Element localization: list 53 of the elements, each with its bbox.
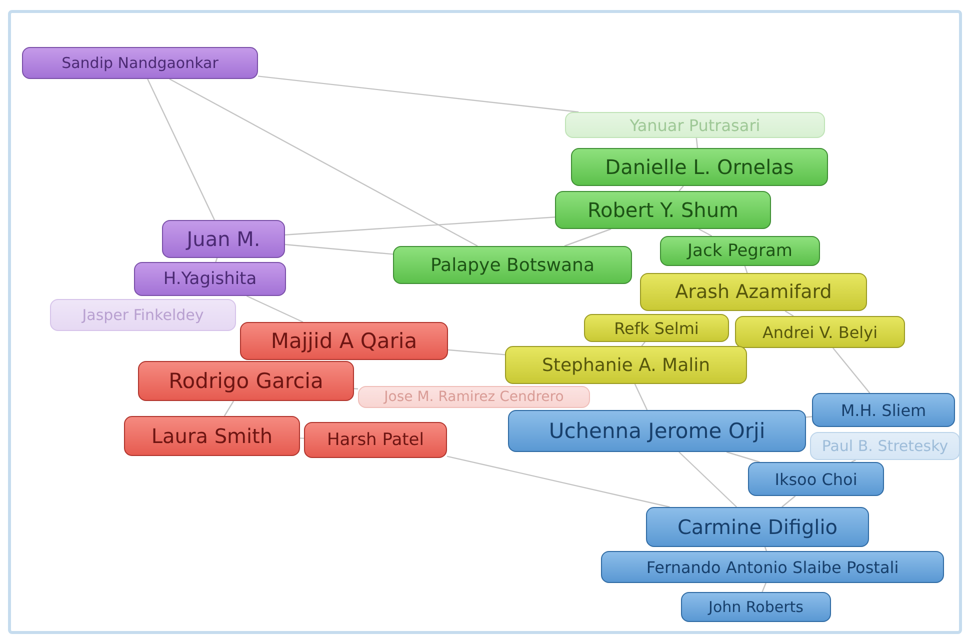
author-label: Jose M. Ramirez Cendrero bbox=[358, 386, 590, 408]
connector-line bbox=[762, 582, 766, 592]
connector-line bbox=[215, 258, 218, 262]
connector-line bbox=[744, 266, 748, 274]
author-label: Robert Y. Shum bbox=[555, 191, 771, 229]
author-label: Jasper Finkeldey bbox=[50, 299, 236, 331]
connector-line bbox=[782, 496, 796, 508]
connector-line bbox=[147, 78, 216, 220]
connector-line bbox=[564, 228, 612, 247]
author-label: M.H. Sliem bbox=[812, 393, 955, 427]
connector-line bbox=[354, 388, 358, 390]
author-label: Majjid A Qaria bbox=[240, 322, 448, 360]
author-label: Paul B. Stretesky bbox=[810, 432, 960, 460]
author-label: Juan M. bbox=[162, 220, 285, 258]
author-label: Stephanie A. Malin bbox=[505, 346, 747, 384]
connector-line bbox=[300, 438, 304, 439]
connector-line bbox=[258, 76, 579, 113]
connector-line bbox=[678, 186, 684, 192]
author-label: Carmine Difiglio bbox=[646, 507, 869, 547]
connector-line bbox=[169, 78, 478, 247]
author-label: H.Yagishita bbox=[134, 262, 286, 296]
author-label: Andrei V. Belyi bbox=[735, 316, 905, 348]
connector-line bbox=[448, 349, 506, 356]
connector-line bbox=[832, 348, 870, 394]
connector-line bbox=[806, 416, 812, 418]
connector-line bbox=[446, 456, 670, 508]
connector-line bbox=[851, 459, 856, 463]
author-label: Arash Azamifard bbox=[640, 273, 867, 311]
connector-line bbox=[246, 295, 304, 323]
connector-line bbox=[634, 384, 648, 410]
author-label: Jack Pegram bbox=[660, 236, 820, 266]
connector-line bbox=[224, 400, 234, 416]
author-label: Fernando Antonio Slaibe Postali bbox=[601, 551, 944, 583]
connector-line bbox=[284, 216, 556, 236]
connector-line bbox=[726, 451, 760, 463]
connector-line bbox=[764, 546, 768, 552]
author-label: Harsh Patel bbox=[304, 422, 447, 458]
author-label: Refk Selmi bbox=[584, 314, 729, 342]
connector-line bbox=[641, 342, 646, 346]
author-label: Iksoo Choi bbox=[748, 462, 884, 496]
connector-line bbox=[678, 452, 738, 508]
author-label: Laura Smith bbox=[124, 416, 300, 456]
author-label: Yanuar Putrasari bbox=[565, 112, 825, 138]
connector-line bbox=[284, 244, 394, 255]
author-label: Uchenna Jerome Orji bbox=[508, 410, 806, 452]
author-label: Sandip Nandgaonkar bbox=[22, 47, 258, 79]
connector-line bbox=[784, 310, 794, 317]
connector-line bbox=[698, 228, 712, 237]
author-label: John Roberts bbox=[681, 592, 831, 622]
author-label: Danielle L. Ornelas bbox=[571, 148, 828, 186]
author-label: Rodrigo Garcia bbox=[138, 361, 354, 401]
connector-line bbox=[696, 138, 698, 148]
author-label: Palapye Botswana bbox=[393, 246, 632, 284]
